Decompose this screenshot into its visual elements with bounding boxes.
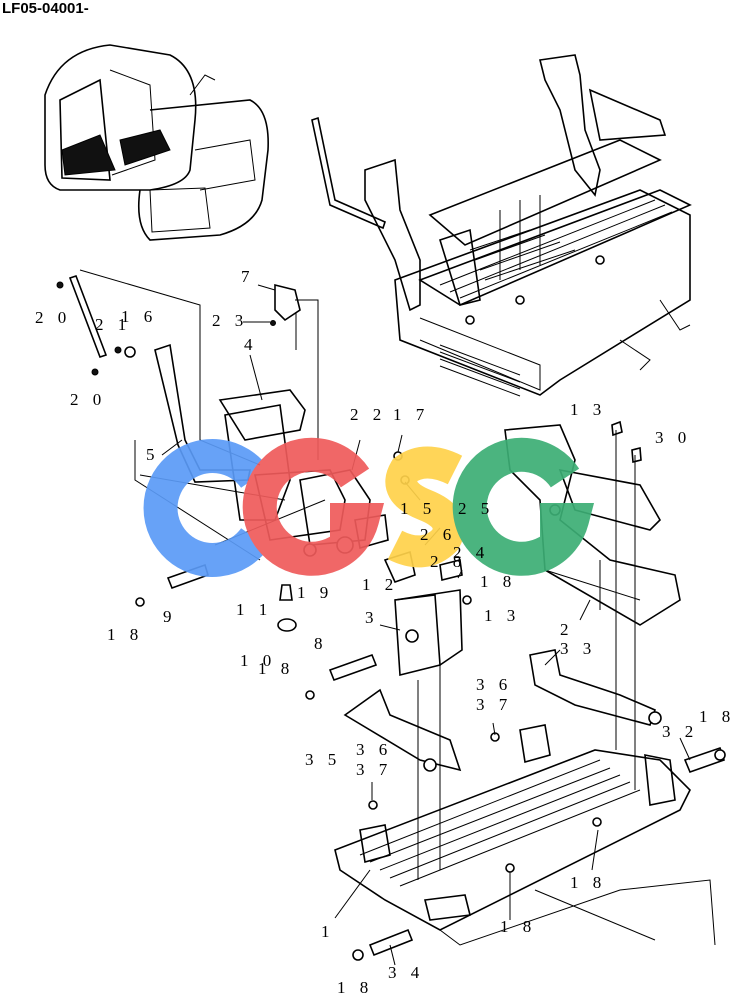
callout-12: 1 2 (362, 575, 398, 594)
callout-18-bottom: 1 8 (337, 978, 373, 997)
callout-7: 7 (241, 267, 255, 286)
callout-35: 3 5 (305, 750, 341, 769)
callout-18-left: 1 8 (107, 625, 143, 644)
callout-1: 1 (321, 922, 335, 941)
watermark-letter-g2 (452, 437, 595, 576)
callout-30: 3 0 (655, 428, 691, 447)
callout-37-left: 3 7 (356, 760, 392, 779)
callout-21: 2 1 (95, 315, 131, 334)
callout-36-right: 3 6 (476, 675, 512, 694)
callout-20-bottom: 2 0 (70, 390, 106, 409)
callout-22: 2 2 (350, 405, 386, 424)
callout-33: 3 3 (560, 639, 596, 658)
callout-11: 1 1 (236, 600, 272, 619)
watermark-letter-c1 (143, 439, 269, 577)
assembled-seat-stand-frame (311, 54, 692, 397)
callout-9: 9 (163, 607, 177, 626)
callout-18-mid: 1 8 (480, 572, 516, 591)
callout-3: 3 (365, 608, 379, 627)
callout-labels: 7 2 3 2 0 2 1 1 6 2 0 4 5 2 2 1 7 1 5 2 … (35, 267, 732, 997)
watermark-letter-g1 (242, 437, 385, 576)
callout-26: 2 6 (420, 525, 456, 544)
callout-28: 2 8 (430, 552, 466, 571)
callout-24: 2 4 (453, 543, 489, 562)
callout-18-right: 1 8 (699, 707, 732, 726)
callout-4: 4 (244, 335, 258, 354)
excavator-cab-thumbnail (44, 44, 269, 241)
callout-32: 3 2 (662, 722, 698, 741)
callout-36-left: 3 6 (356, 740, 392, 759)
callout-2: 2 (560, 620, 574, 639)
diagram-title: LF05-04001- (2, 0, 89, 17)
base-floor-plate (334, 688, 726, 961)
callout-20-top: 2 0 (35, 308, 71, 327)
callout-34: 3 4 (388, 963, 424, 982)
callout-15: 1 5 (400, 499, 436, 518)
callout-18-mid-left: 1 8 (258, 659, 294, 678)
callout-18-lower-mid: 1 8 (500, 917, 536, 936)
callout-leader-lines (161, 284, 691, 966)
callout-23: 2 3 (212, 311, 248, 330)
callout-37-right: 3 7 (476, 695, 512, 714)
callout-19: 1 9 (297, 583, 333, 602)
watermark-letter-s (385, 446, 465, 568)
callout-10: 1 0 (240, 651, 276, 670)
callout-16: 1 6 (121, 307, 157, 326)
callout-8: 8 (314, 634, 328, 653)
callout-18-lower-right: 1 8 (570, 873, 606, 892)
watermark-logo (143, 437, 595, 577)
plate-and-pin (305, 589, 472, 880)
callout-13-top: 1 3 (570, 400, 606, 419)
callout-13-mid: 1 3 (484, 606, 520, 625)
callout-17: 1 7 (393, 405, 429, 424)
callout-5: 5 (146, 445, 160, 464)
callout-25: 2 5 (458, 499, 494, 518)
upper-stand-bracket (504, 420, 681, 790)
